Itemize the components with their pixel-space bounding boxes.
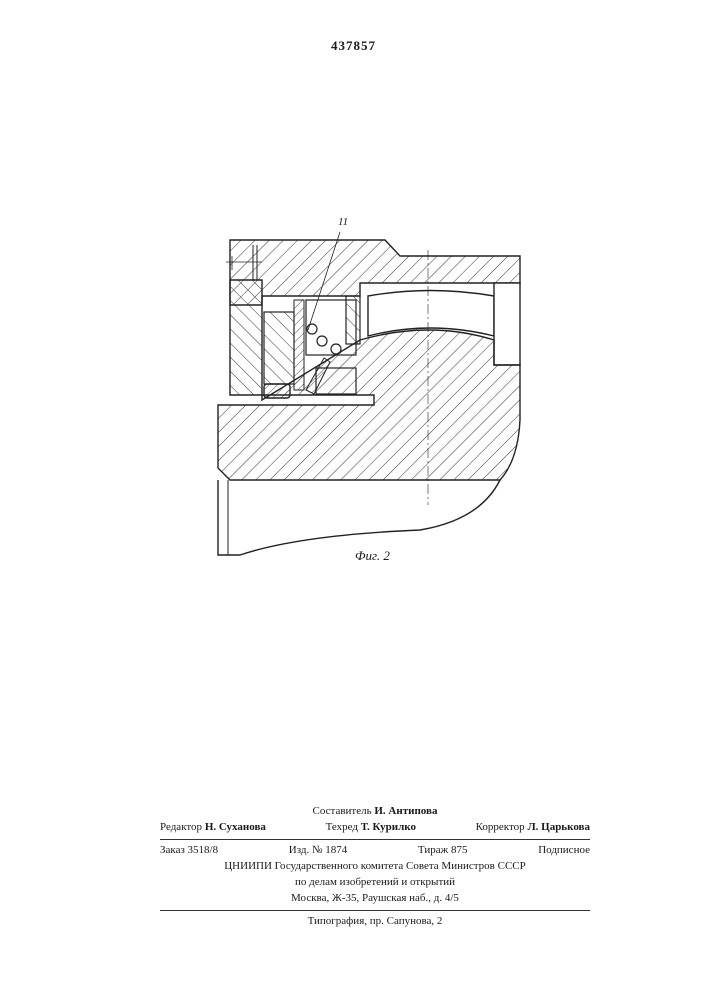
staff-line: Редактор Н. Суханова Техред Т. Курилко К… [160, 820, 590, 836]
imprint-footer: Составитель И. Антипова Редактор Н. Суха… [160, 804, 590, 930]
callout-label: 11 [338, 216, 348, 228]
address-line: Москва, Ж-35, Раушская наб., д. 4/5 [160, 891, 590, 907]
techred-label: Техред [326, 821, 358, 833]
order-number: Заказ 3518/8 [160, 843, 218, 859]
techred-name: Т. Курилко [361, 821, 416, 833]
org-line-2: по делам изобретений и открытий [160, 875, 590, 891]
divider-top [160, 839, 590, 840]
shaft [218, 330, 520, 555]
technical-drawing [0, 0, 707, 620]
org-line-1: ЦНИИПИ Государственного комитета Совета … [160, 859, 590, 875]
corrector: Корректор Л. Царькова [476, 820, 590, 836]
figure-caption: Фиг. 2 [355, 548, 390, 564]
editor-name: Н. Суханова [205, 821, 266, 833]
corrector-label: Корректор [476, 821, 525, 833]
compiler-name: И. Антипова [374, 805, 437, 817]
subscription: Подписное [538, 843, 590, 859]
compiler-line: Составитель И. Антипова [160, 804, 590, 820]
circulation: Тираж 875 [418, 843, 468, 859]
order-line: Заказ 3518/8 Изд. № 1874 Тираж 875 Подпи… [160, 843, 590, 859]
editor-label: Редактор [160, 821, 202, 833]
compiler-label: Составитель [313, 805, 372, 817]
techred: Техред Т. Курилко [326, 820, 416, 836]
corrector-name: Л. Царькова [527, 821, 590, 833]
printer-line: Типография, пр. Сапунова, 2 [160, 914, 590, 930]
edition-number: Изд. № 1874 [289, 843, 347, 859]
divider-bottom [160, 910, 590, 911]
editor: Редактор Н. Суханова [160, 820, 266, 836]
